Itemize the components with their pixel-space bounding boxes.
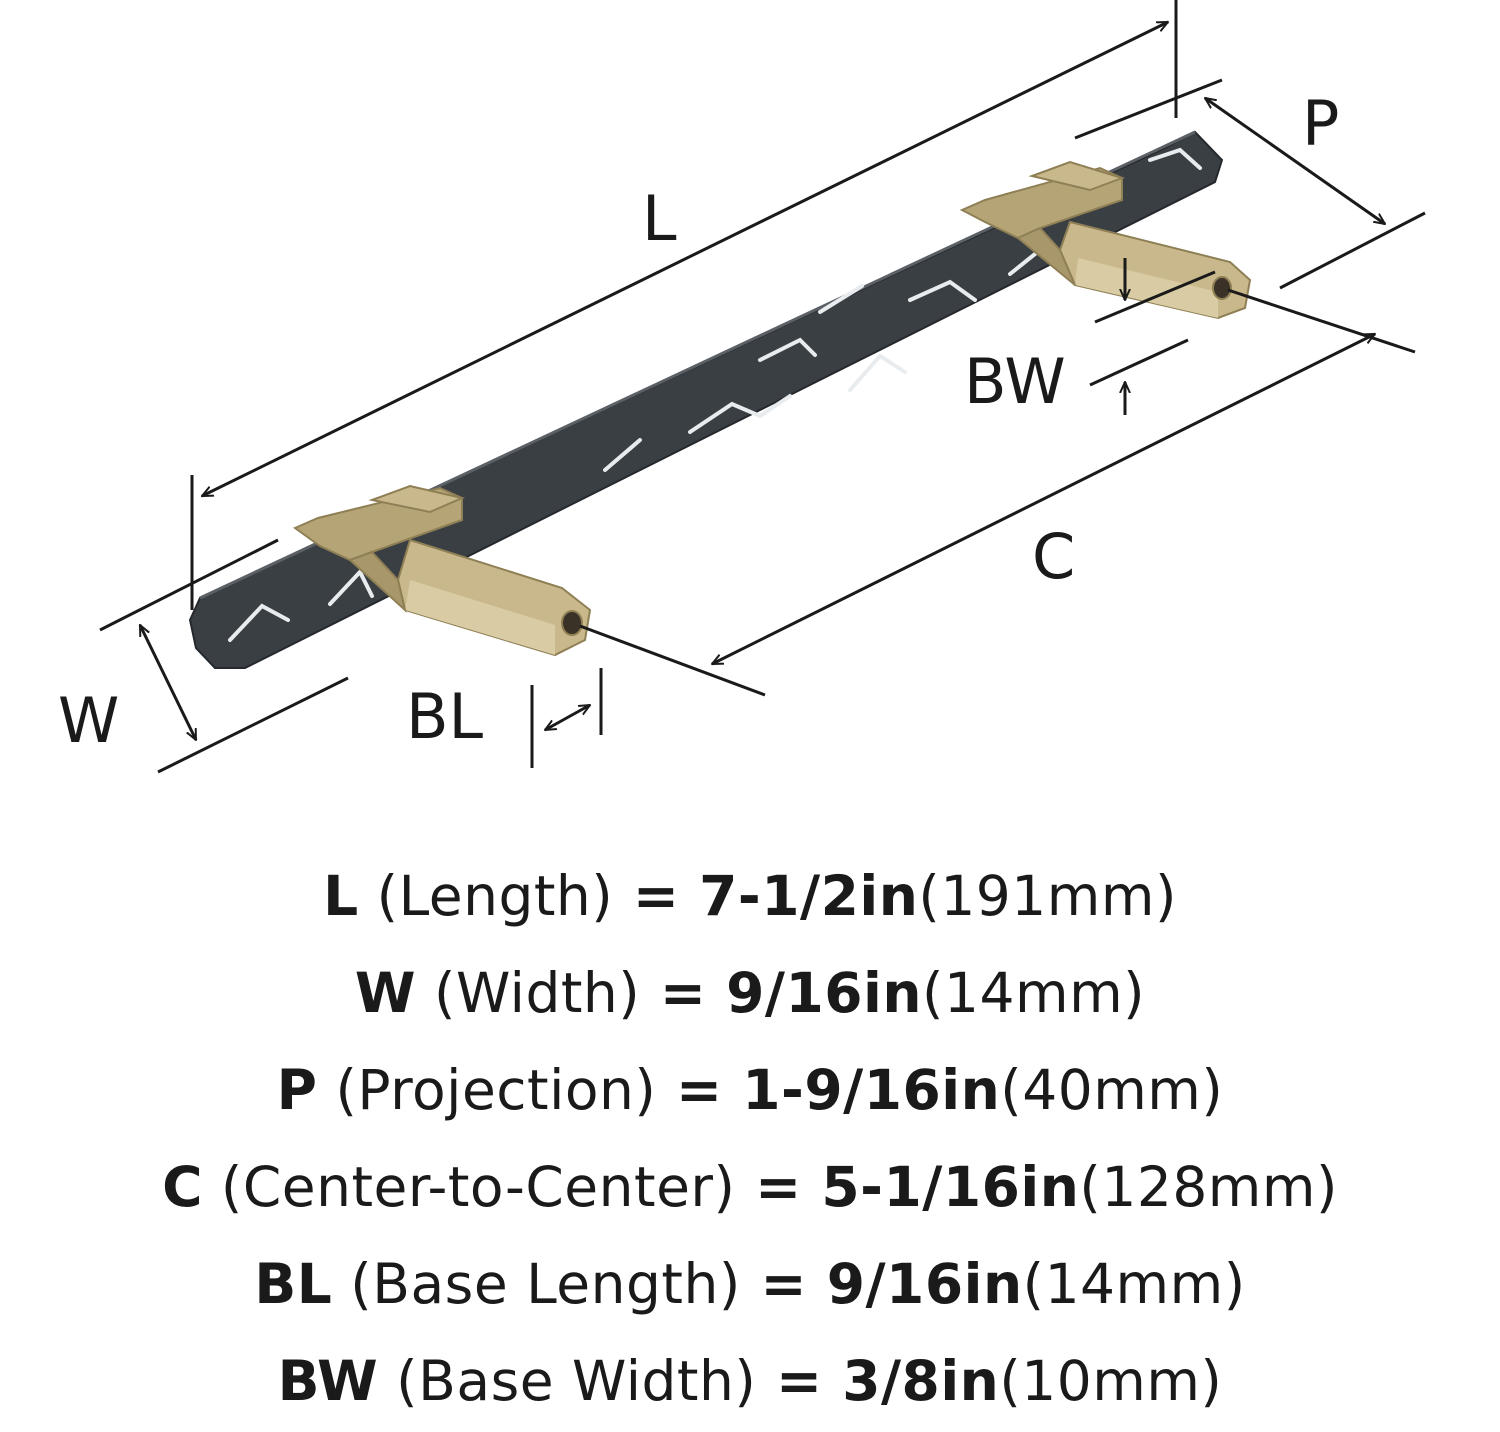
label-BW: BW <box>964 345 1066 418</box>
label-P: P <box>1302 87 1339 160</box>
spec-equals: = <box>613 864 700 928</box>
spec-line-center-to-center: C (Center-to-Center) = 5-1/16in(128mm) <box>0 1139 1500 1236</box>
spec-code: C <box>162 1155 203 1219</box>
spec-equals: = <box>735 1155 822 1219</box>
spec-mm: (128mm) <box>1079 1155 1338 1219</box>
spec-name: (Width) <box>434 961 641 1025</box>
spec-line-length: L (Length) = 7-1/2in(191mm) <box>0 848 1500 945</box>
spec-equals: = <box>640 961 727 1025</box>
label-C: C <box>1032 520 1075 593</box>
spec-inches: 9/16in <box>726 961 923 1025</box>
label-W: W <box>58 684 119 757</box>
base-length-dimension-line <box>545 703 590 732</box>
spec-inches: 9/16in <box>826 1252 1023 1316</box>
spec-inches: 3/8in <box>842 1349 1000 1413</box>
spec-mm: (14mm) <box>922 961 1146 1025</box>
spec-name: (Base Width) <box>396 1349 757 1413</box>
center-to-center-dimension-line <box>712 332 1375 666</box>
spec-mm: (40mm) <box>1000 1058 1224 1122</box>
label-L: L <box>642 182 677 255</box>
dimension-lines <box>99 0 1426 774</box>
pull-handle-diagram: L P BW C W BL <box>58 0 1426 774</box>
left-post-screw-hole <box>561 610 583 636</box>
spec-inches: 5-1/16in <box>821 1155 1080 1219</box>
spec-equals: = <box>756 1349 843 1413</box>
spec-mm: (10mm) <box>999 1349 1223 1413</box>
spec-name: (Base Length) <box>350 1252 741 1316</box>
spec-name: (Center-to-Center) <box>220 1155 736 1219</box>
spec-equals: = <box>656 1058 743 1122</box>
dimension-specs: L (Length) = 7-1/2in(191mm) W (Width) = … <box>0 848 1500 1430</box>
label-BL: BL <box>406 680 484 753</box>
spec-code: BL <box>254 1252 333 1316</box>
length-dimension-line <box>202 20 1168 498</box>
spec-mm: (14mm) <box>1022 1252 1246 1316</box>
spec-line-width: W (Width) = 9/16in(14mm) <box>0 945 1500 1042</box>
left-post <box>292 484 592 657</box>
spec-inches: 7-1/2in <box>699 864 919 928</box>
spec-mm: (191mm) <box>918 864 1177 928</box>
spec-name: (Length) <box>376 864 614 928</box>
width-dimension-line <box>138 625 198 740</box>
right-post-screw-hole <box>1212 276 1232 300</box>
spec-equals: = <box>740 1252 827 1316</box>
spec-line-base-width: BW (Base Width) = 3/8in(10mm) <box>0 1333 1500 1430</box>
spec-name: (Projection) <box>335 1058 657 1122</box>
spec-code: P <box>276 1058 318 1122</box>
spec-line-projection: P (Projection) = 1-9/16in(40mm) <box>0 1042 1500 1139</box>
spec-line-base-length: BL (Base Length) = 9/16in(14mm) <box>0 1236 1500 1333</box>
spec-code: BW <box>277 1349 379 1413</box>
projection-dimension-line <box>1205 98 1385 224</box>
spec-code: L <box>323 864 359 928</box>
spec-code: W <box>354 961 417 1025</box>
spec-inches: 1-9/16in <box>742 1058 1001 1122</box>
